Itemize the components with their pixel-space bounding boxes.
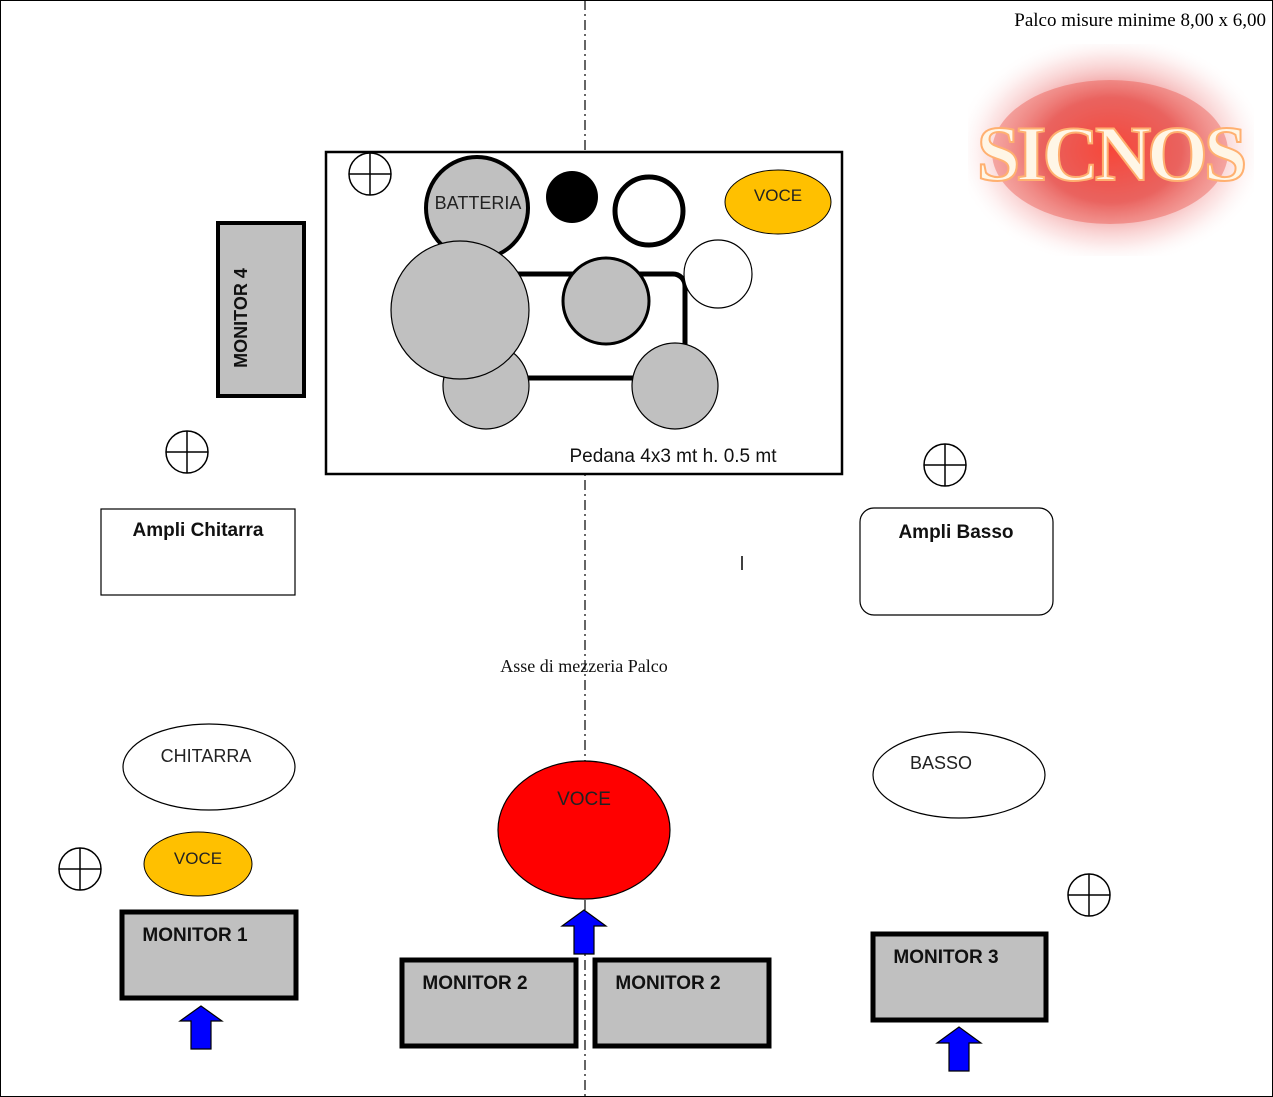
center-axis-label: Asse di mezzeria Palco: [500, 656, 667, 676]
power-outlet-guitar: [165, 430, 209, 474]
guitarist-position: [122, 723, 296, 811]
floor-tom-right-shape: [631, 342, 719, 430]
guitarist-label: CHITARRA: [161, 746, 252, 766]
bass-amp-label: Ampli Basso: [898, 522, 1013, 543]
monitor-3: [870, 931, 1049, 1023]
tom-center-shape: [561, 256, 651, 346]
monitor-1-label: MONITOR 1: [142, 925, 248, 946]
monitor-2-right: [592, 957, 772, 1049]
bassist-position: [872, 731, 1046, 819]
monitor-2-left-label: MONITOR 2: [422, 973, 527, 994]
monitor-4: [216, 221, 306, 398]
band-logo: SICNOS: [968, 44, 1254, 256]
arrow-up-icon: [178, 1005, 224, 1050]
power-outlet-front-right: [1067, 873, 1111, 917]
stage-size-title: Palco misure minime 8,00 x 6,00: [1014, 10, 1266, 31]
drums-label: BATTERIA: [435, 193, 522, 213]
snare-black-shape: [546, 171, 598, 223]
lead-vocal-label: VOCE: [557, 789, 611, 810]
guitar-amp: [100, 508, 296, 596]
guitar-amp-label: Ampli Chitarra: [133, 520, 264, 541]
cymbal-shape: [683, 239, 753, 309]
power-outlet-riser: [348, 152, 392, 196]
riser-vocal-label: VOCE: [754, 186, 802, 205]
tom-outline-shape: [612, 174, 686, 248]
monitor-4-label: MONITOR 4: [231, 268, 251, 368]
arrow-up-icon: [560, 909, 608, 955]
monitor-1: [119, 909, 299, 1001]
logo-text: SICNOS: [977, 110, 1245, 197]
power-outlet-front-left: [58, 847, 102, 891]
drum-kit: BATTERIA: [390, 155, 753, 430]
large-cymbal-shape: [390, 240, 530, 380]
arrow-up-icon: [935, 1026, 983, 1072]
lead-vocal-position: [497, 760, 671, 900]
bassist-label: BASSO: [910, 753, 972, 773]
power-outlet-bass: [923, 443, 967, 487]
monitor-2-left: [399, 957, 579, 1049]
monitor-3-label: MONITOR 3: [893, 947, 998, 968]
riser-vocal-mic: [724, 169, 832, 235]
guitarist-vocal-label: VOCE: [174, 849, 222, 868]
guitarist-vocal-mic: [143, 831, 253, 897]
monitor-2-right-label: MONITOR 2: [615, 973, 720, 994]
riser-label: Pedana 4x3 mt h. 0.5 mt: [569, 446, 777, 467]
bass-amp: [859, 507, 1054, 616]
